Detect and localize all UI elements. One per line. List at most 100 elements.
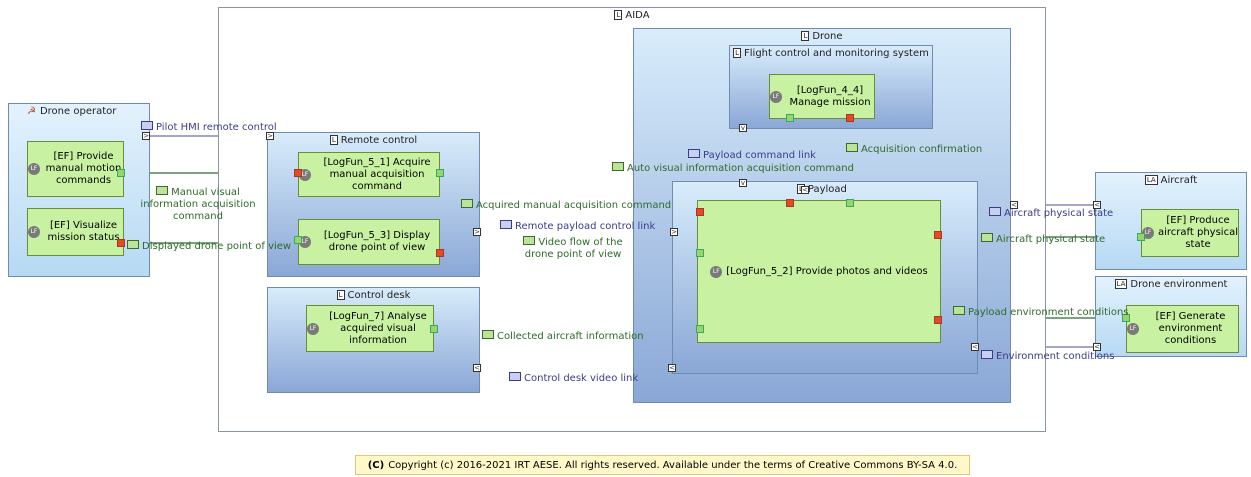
port-ef-manual-out[interactable] [117, 169, 125, 177]
port-fcms-cmd[interactable]: v [739, 124, 747, 132]
function-label: [LogFun_5_3] Display drone point of view [323, 230, 431, 253]
function-ef-env[interactable]: LF [EF] Generate environment conditions [1126, 305, 1239, 353]
port-env-out[interactable]: < [1093, 343, 1101, 351]
function-label: [EF] Produce aircraft physical state [1158, 215, 1238, 250]
label-acquired-manual[interactable]: Acquired manual acquisition command [461, 199, 671, 211]
label-control-desk-video[interactable]: Control desk video link [509, 372, 638, 384]
port-payload-cmd-2[interactable]: < [801, 186, 809, 194]
label-acq-confirm[interactable]: Acquisition confirmation [846, 143, 982, 155]
functional-exchange-icon [156, 186, 169, 195]
function-icon: LF [299, 236, 311, 248]
port-lf52-in-2[interactable] [934, 231, 942, 239]
port-lf53-out[interactable] [294, 236, 302, 244]
port-lf7-out[interactable] [430, 325, 438, 333]
label-pilot-hmi[interactable]: Pilot HMI remote control [141, 121, 277, 133]
label-collected-aircraft[interactable]: Collected aircraft information [482, 330, 644, 342]
label-payload-env[interactable]: Payload environment conditions [953, 306, 1129, 318]
function-logfun-7[interactable]: LF [LogFun_7] Analyse acquired visual in… [306, 305, 434, 352]
function-label: [LogFun_5_1] Acquire manual acquisition … [323, 156, 431, 192]
label-text: Aircraft physical state [1004, 208, 1114, 219]
port-payload-cmd[interactable]: v [739, 179, 747, 187]
function-ef-visualize[interactable]: LF [EF] Visualize mission status [27, 208, 124, 256]
functional-exchange-icon [846, 143, 858, 152]
control-desk-label: Control desk [347, 290, 411, 301]
label-aircraft-state-1[interactable]: Aircraft physical state [989, 207, 1113, 219]
function-icon: LF [307, 322, 319, 335]
actor-icon: ☭ [27, 106, 36, 117]
label-text: Aircraft physical state [996, 234, 1106, 245]
port-ef-visualize-in[interactable] [117, 239, 125, 247]
function-icon: LF [299, 168, 311, 181]
logical-component-icon: L [614, 10, 623, 20]
function-logfun-4-4[interactable]: LF [LogFun_4_4] Manage mission [769, 74, 875, 119]
port-rc-hmi[interactable]: > [266, 132, 274, 140]
port-payload-desk[interactable]: < [668, 364, 676, 372]
port-lf52-top-2[interactable] [846, 199, 854, 207]
label-remote-payload[interactable]: Remote payload control link [500, 220, 655, 232]
component-exchange-icon [500, 220, 512, 229]
copyright-icon: (C) [367, 460, 385, 471]
port-payload-remote[interactable]: > [670, 228, 678, 236]
function-label: [LogFun_5_2] Provide photos and videos [726, 265, 928, 277]
payload-title: LPayload [797, 184, 977, 195]
function-icon: LF [28, 163, 40, 175]
label-payload-cmd[interactable]: Payload command link [688, 149, 816, 161]
label-auto-visual[interactable]: Auto visual information acquisition comm… [612, 162, 854, 174]
function-logfun-5-3[interactable]: LF [LogFun_5_3] Display drone point of v… [298, 219, 440, 265]
functional-exchange-icon [482, 330, 494, 339]
functional-exchange-icon [981, 233, 993, 242]
port-payload-aircraft[interactable]: < [1010, 201, 1018, 209]
drone-operator-title: ☭Drone operator [27, 106, 149, 117]
function-logfun-5-2[interactable]: LF [LogFun_5_2] Provide photos and video… [697, 200, 941, 343]
port-ef-aircraft-out[interactable] [1137, 233, 1145, 241]
function-icon: LF [1127, 323, 1139, 335]
label-displayed-pov[interactable]: Displayed drone point of view [127, 240, 291, 252]
port-operator-hmi[interactable]: > [142, 132, 150, 140]
function-label: [EF] Visualize mission status [47, 220, 120, 243]
port-lf44-in[interactable] [846, 114, 854, 122]
port-lf52-out-2[interactable] [696, 325, 704, 333]
label-text: Acquired manual acquisition command [476, 200, 672, 211]
fcms-label: Flight control and monitoring system [744, 48, 929, 59]
function-ef-manual[interactable]: LF [EF] Provide manual motion commands [27, 141, 124, 197]
port-lf52-in-3[interactable] [934, 316, 942, 324]
port-desk-video[interactable]: < [473, 364, 481, 372]
port-rc-payload[interactable]: > [473, 228, 481, 236]
function-label: [EF] Provide manual motion commands [45, 151, 122, 186]
label-text: Manual visual information acquisition co… [140, 187, 256, 222]
function-logfun-5-1[interactable]: LF [LogFun_5_1] Acquire manual acquisiti… [298, 152, 440, 197]
port-lf44-out[interactable] [786, 114, 794, 122]
port-ef-env-out[interactable] [1122, 314, 1130, 322]
function-ef-aircraft[interactable]: LF [EF] Produce aircraft physical state [1141, 209, 1239, 257]
label-text: Payload environment conditions [968, 307, 1129, 318]
function-icon: LF [710, 265, 723, 278]
label-text: Collected aircraft information [497, 331, 644, 342]
function-label: [LogFun_7] Analyse acquired visual infor… [329, 310, 427, 346]
payload-label: Payload [807, 184, 847, 195]
copyright-notice: (C)Copyright (c) 2016-2021 IRT AESE. All… [355, 455, 970, 475]
label-text: Video flow of the drone point of view [524, 237, 623, 260]
label-video-flow[interactable]: Video flow of the drone point of view [508, 236, 638, 261]
port-lf52-out-1[interactable] [696, 249, 704, 257]
port-lf51-in[interactable] [294, 169, 302, 177]
remote-control-label: Remote control [340, 135, 418, 146]
functional-exchange-icon [523, 236, 536, 245]
port-lf52-top-1[interactable] [786, 199, 794, 207]
port-lf51-out[interactable] [436, 169, 444, 177]
port-aircraft-out[interactable]: < [1093, 201, 1101, 209]
label-manual-visual[interactable]: Manual visual information acquisition co… [128, 186, 268, 223]
port-payload-env[interactable]: < [971, 343, 979, 351]
function-icon: LF [28, 226, 40, 238]
port-lf52-in-1[interactable] [696, 208, 704, 216]
label-env-conditions[interactable]: Environment conditions [981, 350, 1114, 362]
label-text: Control desk video link [524, 373, 639, 384]
port-lf53-in[interactable] [436, 249, 444, 257]
logical-actor-icon: LA [1114, 279, 1128, 289]
label-text: Environment conditions [996, 351, 1115, 362]
label-text: Remote payload control link [515, 221, 656, 232]
label-aircraft-state-2[interactable]: Aircraft physical state [981, 233, 1105, 245]
drone-environment-label: Drone environment [1130, 279, 1228, 290]
